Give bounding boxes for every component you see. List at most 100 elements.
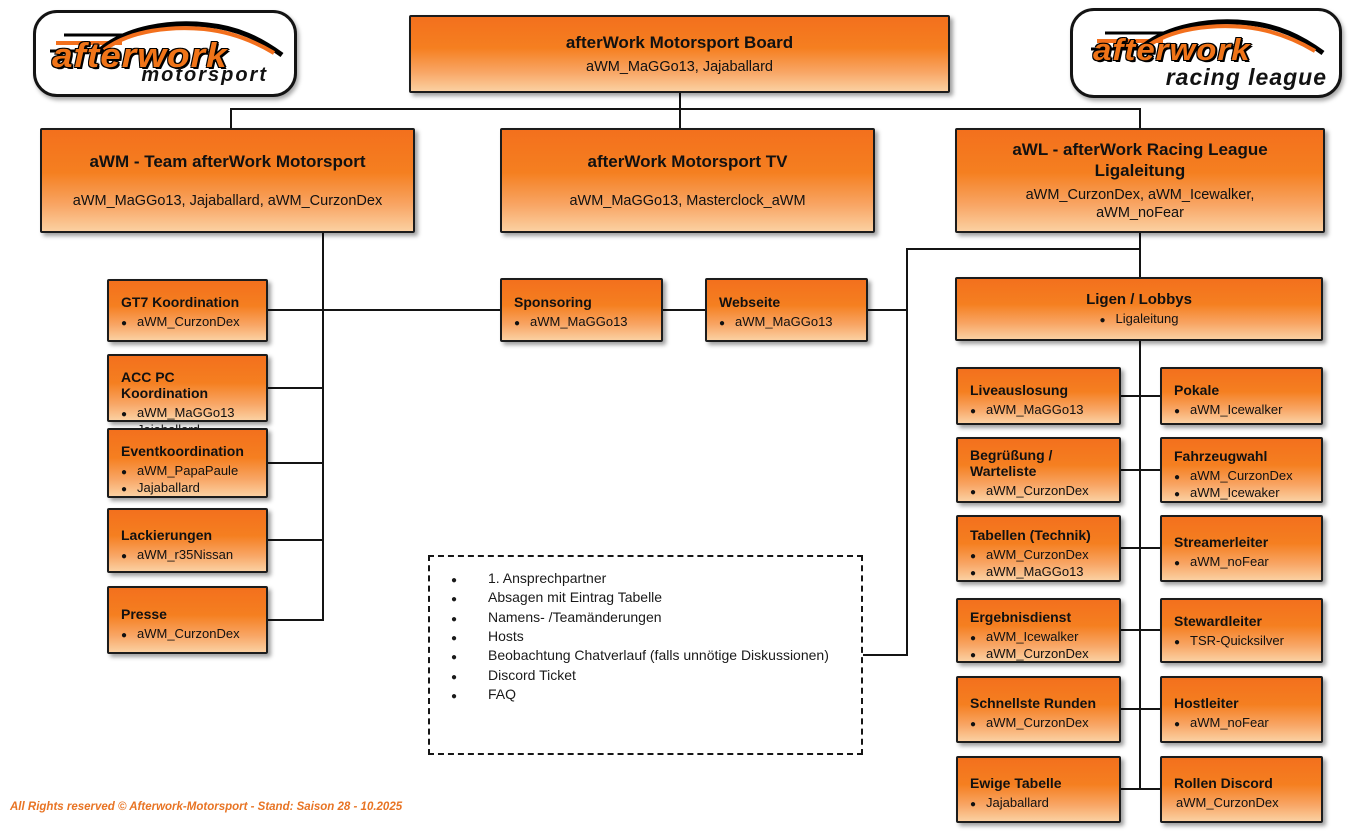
connector-line [1121, 788, 1162, 790]
note-item: Namens- /Teamänderungen [488, 608, 662, 625]
division-box-league: aWL - afterWork Racing League Ligaleitun… [955, 128, 1325, 233]
role-member: aWM_Icewalker [986, 629, 1079, 645]
bullet-icon [970, 794, 986, 811]
bullet-icon [121, 479, 137, 496]
connector-line [1139, 341, 1141, 789]
division-title: aWL - afterWork Racing League Ligaleitun… [1012, 139, 1268, 180]
bullet-icon [121, 546, 137, 563]
connector-line [1121, 708, 1162, 710]
bullet-icon [121, 404, 137, 421]
bullet-icon [1174, 401, 1190, 418]
bullet-icon [1174, 632, 1190, 649]
role-member: aWM_CurzonDex [986, 715, 1089, 731]
board-box: afterWork Motorsport Board aWM_MaGGo13, … [409, 15, 950, 93]
role-member: Jajaballard [986, 795, 1049, 811]
connector-line [906, 248, 1141, 250]
bullet-icon [970, 401, 986, 418]
role-title: Webseite [719, 294, 781, 310]
role-member: aWM_MaGGo13 [986, 564, 1084, 580]
role-title: Begrüßung / Warteliste [970, 447, 1053, 480]
bullet-icon [1174, 484, 1190, 501]
bullet-icon [438, 627, 470, 646]
connector-line [268, 539, 324, 541]
role-title: Liveauslosung [970, 382, 1069, 398]
connector-line [679, 93, 681, 109]
bullet-icon [1100, 310, 1116, 327]
connector-line [863, 654, 908, 656]
bullet-icon [970, 546, 986, 563]
role-member: aWM_CurzonDex [986, 646, 1089, 662]
role-member: aWM_CurzonDex [986, 547, 1089, 563]
role-title: Fahrzeugwahl [1174, 448, 1268, 464]
role-member: aWM_PapaPaule [137, 463, 239, 479]
connector-line [268, 309, 500, 311]
role-box-begruessung-warteliste: Begrüßung / Warteliste aWM_CurzonDex [956, 437, 1121, 503]
connector-line [230, 108, 232, 128]
league-notes-box: 1. Ansprechpartner Absagen mit Eintrag T… [428, 555, 863, 755]
role-member: Jajaballard [137, 480, 200, 496]
role-title: Sponsoring [514, 294, 592, 310]
role-member: aWM_CurzonDex [986, 483, 1089, 499]
division-title: aWM - Team afterWork Motorsport [89, 152, 366, 172]
bullet-icon [438, 646, 470, 665]
role-box-liveauslosung: Liveauslosung aWM_MaGGo13 [956, 367, 1121, 425]
connector-line [268, 619, 324, 621]
role-title: Ergebnisdienst [970, 609, 1072, 625]
connector-line [868, 309, 908, 311]
role-member: aWM_Icewaker [1190, 485, 1280, 501]
role-member: aWM_CurzonDex [1176, 795, 1279, 811]
role-box-webseite: Webseite aWM_MaGGo13 [705, 278, 868, 342]
connector-line [1121, 469, 1162, 471]
role-title: Lackierungen [121, 527, 213, 543]
connector-line [1121, 547, 1162, 549]
role-title: Pokale [1174, 382, 1220, 398]
bullet-icon [121, 313, 137, 330]
role-member: aWM_CurzonDex [1190, 468, 1293, 484]
bullet-icon [970, 563, 986, 580]
bullet-icon [719, 313, 735, 330]
bullet-icon [1174, 553, 1190, 570]
role-box-acc-pc-koordination: ACC PC Koordination aWM_MaGGo13 Jajaball… [107, 354, 268, 437]
connector-line [1121, 629, 1162, 631]
bullet-icon [121, 625, 137, 642]
connector-line [268, 462, 324, 464]
role-member: aWM_noFear [1190, 715, 1269, 731]
bullet-icon [1174, 467, 1190, 484]
role-box-ligen-lobbys: Ligen / Lobbys Ligaleitung [955, 277, 1323, 341]
note-item: Beobachtung Chatverlauf (falls unnötige … [488, 647, 829, 664]
connector-line [322, 233, 324, 621]
role-member: aWM_CurzonDex [137, 626, 240, 642]
role-box-ewige-tabelle: Ewige Tabelle Jajaballard [956, 756, 1121, 823]
role-box-tabellen-technik: Tabellen (Technik) aWM_CurzonDex aWM_MaG… [956, 515, 1121, 582]
division-box-team: aWM - Team afterWork Motorsport aWM_MaGG… [40, 128, 415, 233]
connector-line [906, 248, 908, 656]
note-item: Discord Ticket [488, 666, 576, 683]
connector-line [1121, 395, 1162, 397]
role-box-gt7-koordination: GT7 Koordination aWM_CurzonDex [107, 279, 268, 342]
car-silhouette-icon [1091, 19, 1325, 56]
note-item: FAQ [488, 685, 517, 702]
role-title: Ligen / Lobbys [1086, 290, 1192, 308]
connector-line [1139, 108, 1141, 128]
bullet-icon [1174, 714, 1190, 731]
bullet-icon [970, 628, 986, 645]
bullet-icon [121, 462, 137, 479]
bullet-icon [970, 645, 986, 662]
role-title: Hostleiter [1174, 695, 1239, 711]
bullet-icon [514, 313, 530, 330]
role-title: Tabellen (Technik) [970, 527, 1091, 543]
connector-line [230, 108, 1141, 110]
role-title: Ewige Tabelle [970, 775, 1062, 791]
role-title: Stewardleiter [1174, 613, 1262, 629]
logo-brand-text: afterwork [52, 36, 228, 75]
bullet-icon [438, 588, 470, 607]
role-title: Eventkoordination [121, 443, 244, 459]
board-members: aWM_MaGGo13, Jajaballard [586, 58, 773, 75]
bullet-icon [438, 569, 470, 588]
afterwork-racing-league-logo: afterwork racing league [1070, 8, 1342, 98]
role-box-pokale: Pokale aWM_Icewalker [1160, 367, 1323, 425]
role-member: aWM_MaGGo13 [735, 314, 833, 330]
afterwork-motorsport-logo: afterwork motorsport [33, 10, 297, 97]
role-box-hostleiter: Hostleiter aWM_noFear [1160, 676, 1323, 743]
